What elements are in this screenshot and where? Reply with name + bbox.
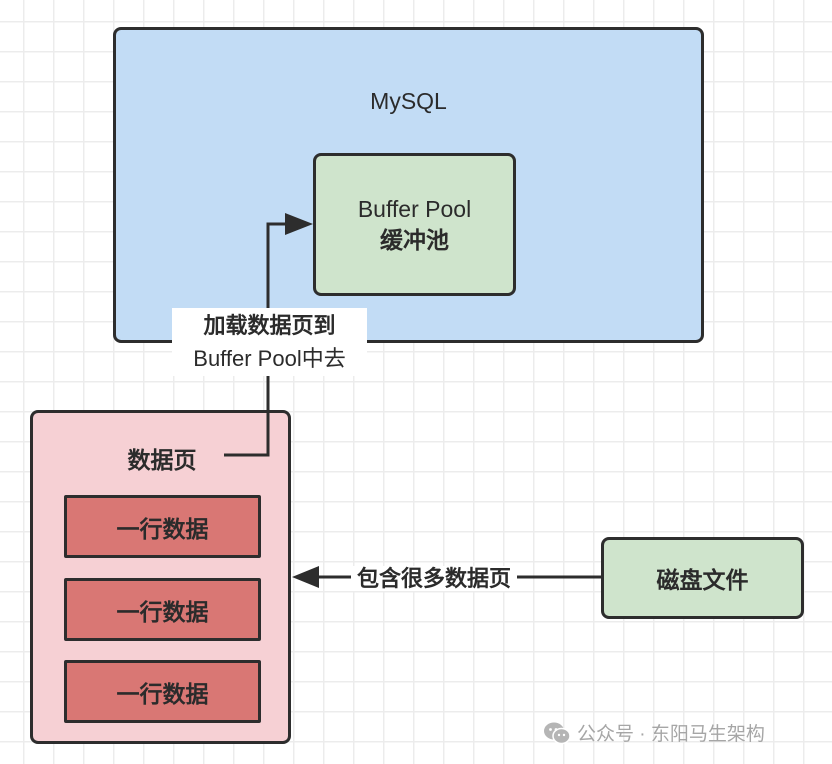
contain-arrow-head — [292, 566, 319, 588]
buffer-pool-node: Buffer Pool 缓冲池 — [313, 153, 516, 296]
data-row-node: 一行数据 — [64, 660, 261, 723]
contain-arrow-label-text: 包含很多数据页 — [351, 566, 518, 591]
data-page-title: 数据页 — [127, 447, 197, 473]
wechat-icon — [544, 722, 571, 744]
load-arrow-label: 加载数据页到 Buffer Pool中去 — [172, 308, 367, 376]
data-row-node: 一行数据 — [64, 495, 261, 558]
contain-arrow-label: 包含很多数据页 — [351, 561, 518, 593]
watermark-text: 公众号 · 东阳马生架构 — [577, 724, 765, 745]
watermark: 公众号 · 东阳马生架构 — [543, 719, 765, 746]
buffer-pool-label-cn: 缓冲池 — [380, 226, 449, 253]
mysql-title: MySQL — [370, 88, 447, 114]
load-arrow-label-line2: Buffer Pool中去 — [193, 346, 346, 371]
data-row-label: 一行数据 — [116, 680, 209, 707]
data-row-label: 一行数据 — [116, 515, 209, 542]
disk-file-label: 磁盘文件 — [656, 567, 749, 593]
load-arrow-label-line1: 加载数据页到 — [203, 313, 336, 338]
buffer-pool-label: Buffer Pool — [357, 195, 472, 222]
disk-file-node: 磁盘文件 — [601, 537, 804, 619]
data-page-node: 数据页 一行数据 一行数据 一行数据 — [30, 410, 291, 744]
data-row-label: 一行数据 — [116, 598, 209, 625]
data-row-node: 一行数据 — [64, 578, 261, 641]
